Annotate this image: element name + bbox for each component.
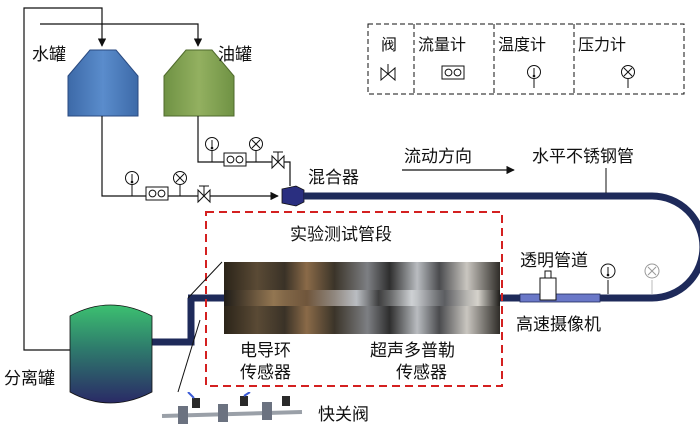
separator-tank	[69, 304, 153, 404]
legend-label-pressure-gauge: 压力计	[578, 35, 626, 54]
legend-label-flowmeter: 流量计	[418, 35, 466, 54]
valve-icon	[271, 151, 285, 170]
transparent-pipe-section	[519, 293, 601, 303]
legend: 阀 流量计 温度计 压力计	[367, 23, 685, 95]
return-line	[23, 7, 203, 351]
legend-label-valve: 阀	[381, 35, 397, 54]
return-line-instruments	[600, 263, 660, 294]
horizontal-pipe-label: 水平不锈钢管	[532, 147, 634, 167]
quick-valve-label: 快关阀	[318, 405, 369, 425]
doppler-sensor-label-line1: 超声多普勒	[370, 341, 455, 361]
water-tank-label: 水罐	[32, 45, 66, 65]
thermometer-icon	[527, 65, 541, 88]
water-line-instruments	[125, 171, 211, 204]
mixer	[281, 185, 305, 207]
conductance-sensor-label-line1: 电导环	[240, 341, 291, 361]
conductance-sensor-label-line2: 传感器	[240, 363, 291, 383]
quick-valve-photo	[161, 392, 303, 424]
valve-icon	[197, 185, 211, 204]
test-section-photo-pipe	[224, 290, 500, 306]
separator-label: 分离罐	[4, 369, 55, 389]
water-tank	[67, 49, 139, 117]
water-feed-line	[101, 116, 279, 201]
test-section-label: 实验测试管段	[290, 225, 392, 245]
flowmeter-icon	[441, 65, 465, 80]
mixer-label: 混合器	[308, 168, 359, 188]
high-speed-camera	[539, 270, 557, 301]
transparent-pipe-label: 透明管道	[520, 251, 588, 271]
quick-valve-leader	[177, 319, 201, 393]
camera-label: 高速摄像机	[516, 315, 601, 335]
oil-tank	[163, 49, 235, 117]
oil-tank-label: 油罐	[218, 45, 252, 65]
leader-to-photo	[187, 261, 223, 299]
valve-icon	[380, 64, 396, 82]
pressure-gauge-icon	[621, 65, 635, 88]
test-section-box	[205, 211, 503, 387]
oil-line-instruments	[205, 137, 285, 170]
legend-label-thermometer: 温度计	[498, 35, 546, 54]
flow-direction-label: 流动方向	[404, 147, 472, 167]
test-section-photo	[224, 262, 500, 334]
doppler-sensor-label-line2: 传感器	[396, 363, 447, 383]
